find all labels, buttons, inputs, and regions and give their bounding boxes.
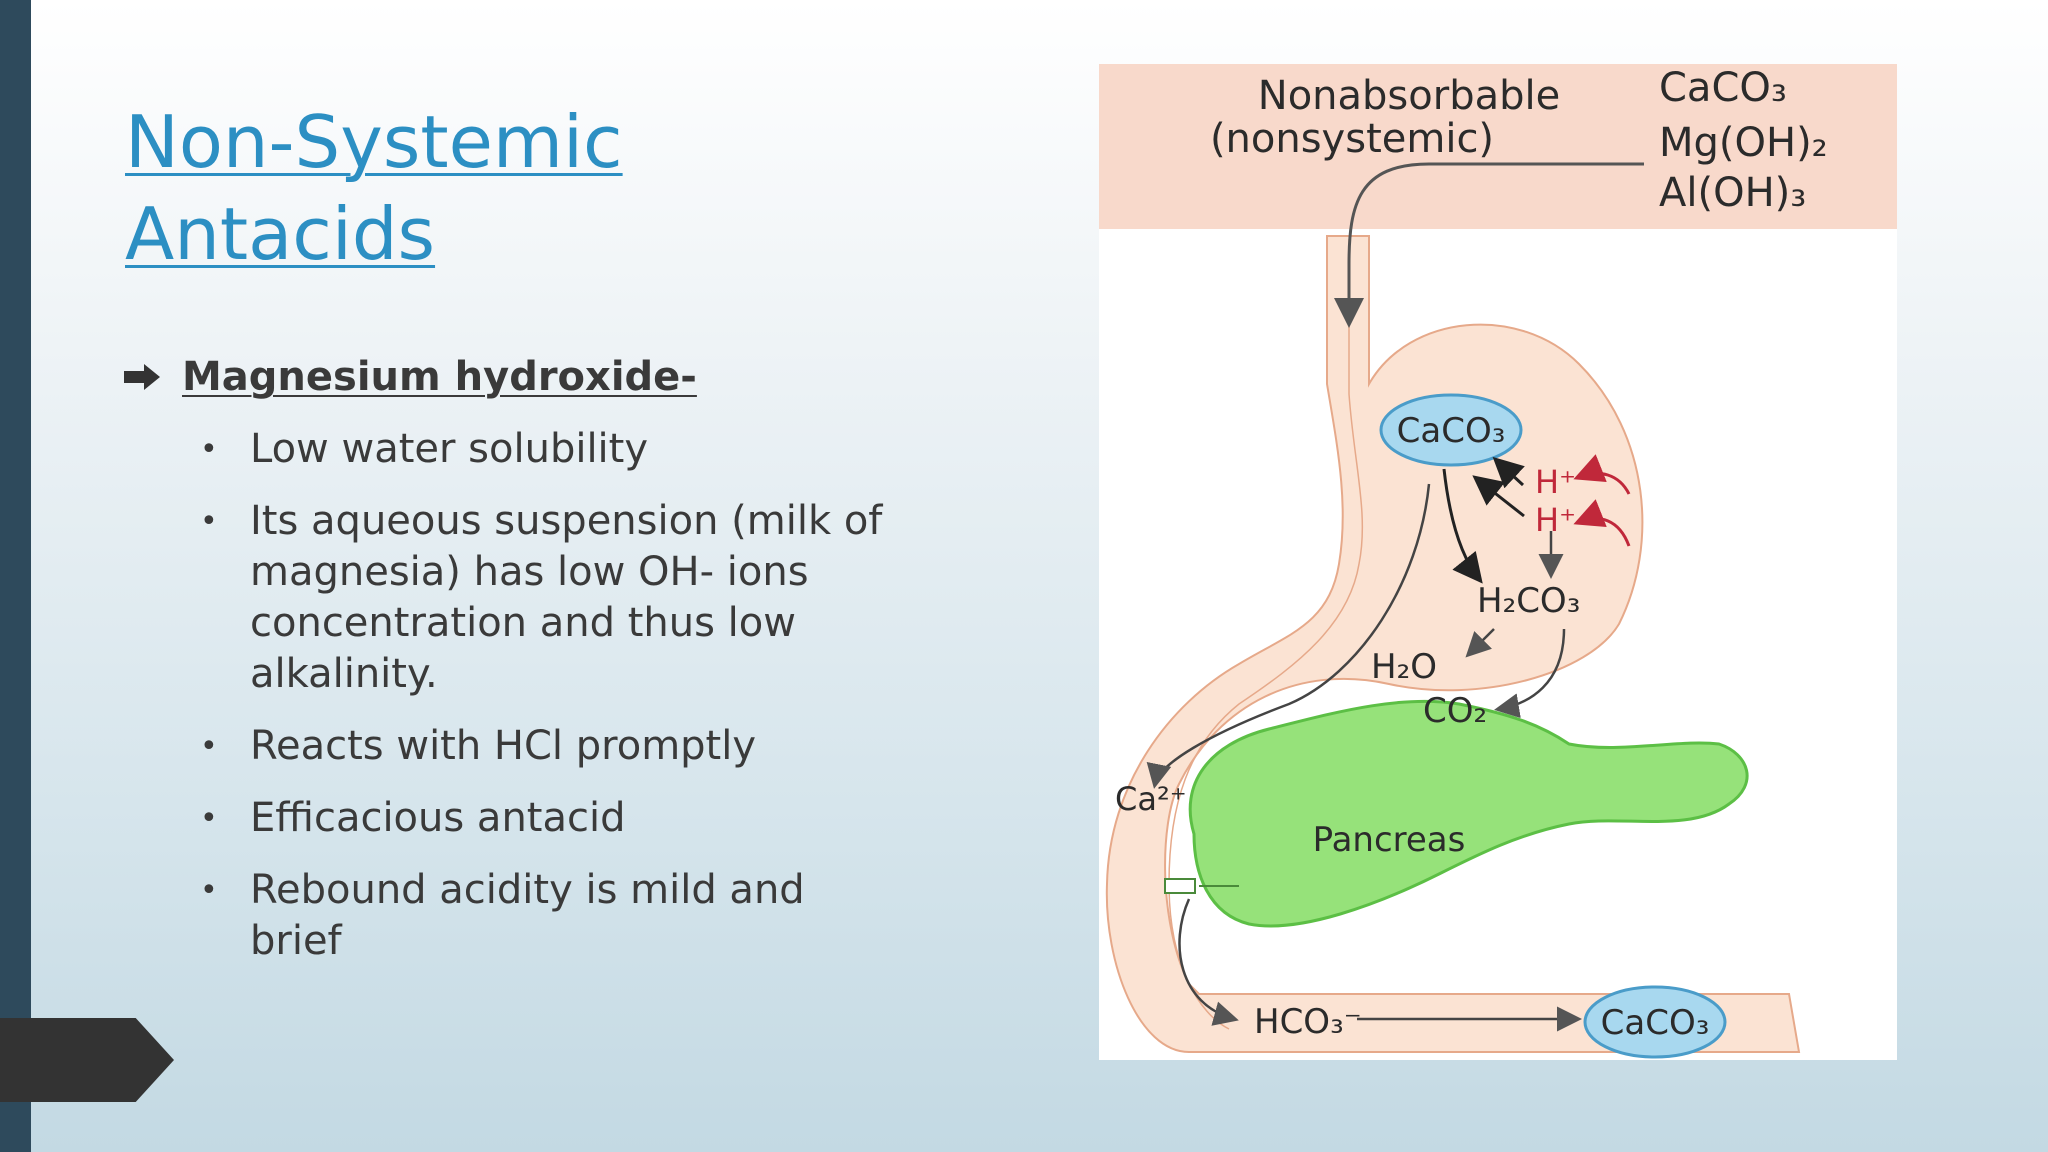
list-item: • Reacts with HCl promptly: [200, 721, 900, 772]
antacid-band: [1099, 64, 1897, 229]
digestive-tract: [1105, 235, 1801, 1053]
intestine-caco3-ellipse: [1583, 985, 1727, 1059]
bullet-text: Reacts with HCl promptly: [250, 723, 757, 769]
h2o-label: H₂O: [1371, 647, 1437, 687]
stomach-caco3-label: CaCO₃: [1397, 411, 1506, 451]
pancreas-label: Pancreas: [1313, 820, 1466, 860]
bullet-dot: •: [200, 432, 218, 467]
bullet-text: Low water solubility: [250, 426, 649, 472]
antacid-diagram: Nonabsorbable (nonsystemic) CaCO₃ Mg(OH)…: [1099, 64, 1897, 1060]
tract-inner-wall: [1168, 239, 1364, 1030]
pancreatic-duct: [1164, 878, 1196, 894]
arrow-bullet-icon: [124, 364, 160, 390]
title-line-1[interactable]: Non-Systemic: [125, 100, 623, 184]
bullet-text: Its aqueous suspension (milk of magnesia…: [250, 498, 883, 697]
list-item: • Low water solubility: [200, 424, 900, 475]
bullet-dot: •: [200, 504, 218, 539]
pancreas-shape: [1188, 699, 1749, 928]
slide-title[interactable]: Non-Systemic Antacids: [125, 96, 623, 280]
ingestion-arrow: [1334, 162, 1644, 328]
bicarbonate-label: HCO₃⁻: [1254, 1002, 1362, 1042]
title-line-2[interactable]: Antacids: [125, 192, 436, 276]
stomach-caco3-ellipse: [1379, 393, 1523, 467]
h-plus-label-1: H⁺: [1535, 463, 1576, 501]
left-accent-bar: [0, 0, 31, 1152]
bullet-dot: •: [200, 873, 218, 908]
intestine-caco3-label: CaCO₃: [1601, 1003, 1710, 1043]
caco3-to-h2co3-arrow: [1442, 468, 1483, 584]
list-item: • Its aqueous suspension (milk of magnesi…: [200, 496, 900, 700]
h-plus-arrow-2: [1472, 475, 1525, 518]
heading-row: Magnesium hydroxide-: [124, 354, 697, 400]
calcium-absorption-arrow: [1146, 483, 1431, 789]
co2-label: CO₂: [1423, 691, 1487, 731]
list-item: • Rebound acidity is mild and brief: [200, 865, 900, 967]
duct-to-bicarbonate-arrow: [1178, 898, 1239, 1026]
h-plus-arrow-1: [1492, 456, 1525, 489]
calcium-ion-label: Ca²⁺: [1115, 780, 1187, 818]
chevron-decoration: [0, 1018, 174, 1102]
red-arrow-2: [1573, 499, 1631, 547]
label-nonsystemic: (nonsystemic): [1210, 116, 1494, 162]
red-arrow-1: [1573, 454, 1631, 495]
to-water-arrow: [1465, 628, 1495, 658]
antacid-aloh3: Al(OH)₃: [1659, 170, 1806, 216]
bullet-list: • Low water solubility • Its aqueous suspe…: [200, 424, 900, 988]
h2co3-label: H₂CO₃: [1477, 581, 1580, 621]
bullet-dot: •: [200, 729, 218, 764]
antacid-caco3: CaCO₃: [1659, 65, 1787, 111]
antacid-mgoh2: Mg(OH)₂: [1659, 120, 1828, 166]
list-item: • Efficacious antacid: [200, 793, 900, 844]
bullet-text: Rebound acidity is mild and brief: [250, 867, 805, 964]
to-co2-arrow: [1494, 628, 1566, 719]
section-heading: Magnesium hydroxide-: [182, 354, 697, 400]
label-nonabsorbable: Nonabsorbable: [1258, 73, 1560, 119]
diagram-svg: Nonabsorbable (nonsystemic) CaCO₃ Mg(OH)…: [1099, 64, 1897, 1059]
bullet-dot: •: [200, 801, 218, 836]
h-plus-label-2: H⁺: [1535, 501, 1576, 539]
bullet-text: Efficacious antacid: [250, 795, 626, 841]
